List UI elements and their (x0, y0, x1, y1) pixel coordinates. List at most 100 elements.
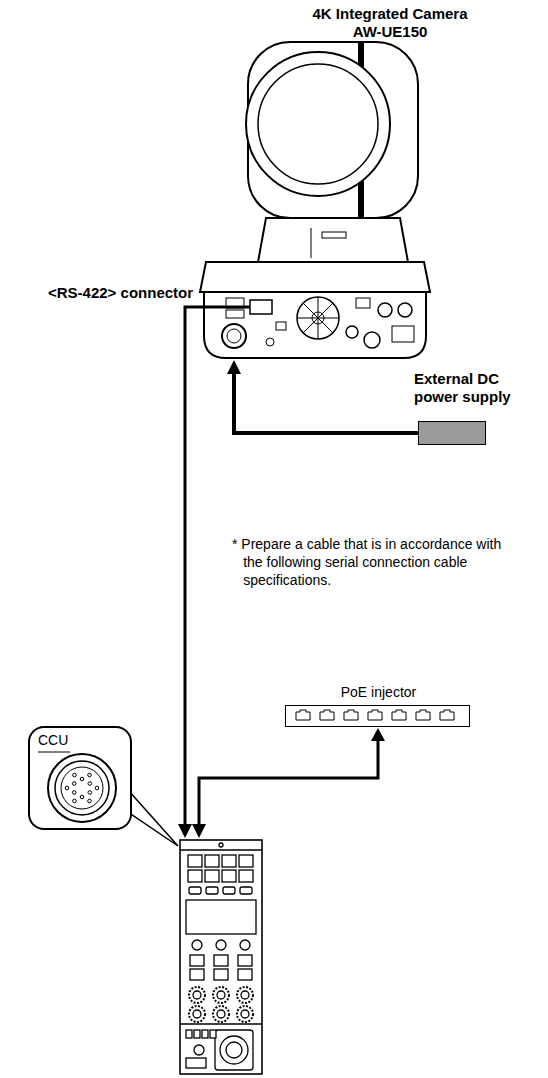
ccu-connector-part (88, 782, 92, 786)
remote-control-panel-part (217, 991, 225, 999)
camera-illustration-part (322, 232, 346, 238)
remote-control-panel-part (213, 1006, 229, 1022)
port-row-part (368, 710, 382, 720)
remote-control-panel-part (202, 1030, 208, 1038)
ccu-connector-part (88, 799, 92, 803)
ccu-connector-part (38, 752, 70, 753)
remote-control-panel-part (189, 987, 205, 1003)
remote-control-panel-part (186, 1058, 206, 1068)
remote-control-panel-part (219, 843, 223, 847)
remote-control-panel-part (223, 887, 235, 894)
camera-illustration-part (364, 332, 380, 348)
node-heading: CCU (38, 732, 98, 749)
ccu-connector-part (65, 786, 69, 790)
serial-cable-part (178, 824, 192, 838)
camera-illustration-part (346, 326, 358, 338)
remote-control-panel-part (190, 955, 204, 966)
node-heading: External DC power supply (414, 370, 524, 406)
remote-control-panel-part (213, 987, 229, 1003)
ccu-connector-part (55, 761, 109, 815)
remote-control-panel-part (241, 991, 249, 999)
note-text: * Prepare a cable that is in accordance … (232, 535, 524, 590)
remote-control-panel-part (188, 855, 202, 867)
port-row-part (416, 710, 430, 720)
remote-control-panel-part (237, 987, 253, 1003)
camera-illustration-part (200, 262, 430, 292)
remote-control-panel-part (239, 870, 253, 882)
camera-illustration-part (356, 298, 370, 308)
camera-unit: 4K Integrated Camera AW-UE150 (195, 5, 480, 360)
camera-illustration-part (204, 292, 426, 358)
camera-illustration-part (311, 228, 312, 258)
remote-control-panel-part (194, 1045, 204, 1055)
remote-control-panel-part (215, 1030, 253, 1070)
camera-illustration-part (246, 52, 390, 196)
power-supply-box: External DC power supply (418, 421, 486, 445)
camera-illustration-part (222, 324, 246, 348)
lan-cable-part (192, 824, 206, 838)
serial-cable (178, 307, 250, 838)
remote-control-panel-part (240, 887, 252, 894)
remote-control-panel-part (222, 870, 236, 882)
camera-illustration-part (276, 322, 286, 330)
camera-illustration-part (378, 303, 392, 317)
camera-illustration-part (250, 300, 272, 314)
ccu-connector-part (73, 799, 77, 803)
remote-control-panel-part (222, 855, 236, 867)
remote-control-panel-part (205, 855, 219, 867)
remote-control-panel-part (226, 1042, 242, 1058)
lan-cable (192, 728, 385, 838)
poe-injector-box: PoE injector (285, 705, 470, 727)
serial-cable-part (185, 307, 250, 826)
remote-control-panel-part (220, 1036, 248, 1064)
remote-control-panel-part (180, 1023, 262, 1024)
camera-illustration-part (398, 303, 412, 317)
remote-control-panel-part (214, 955, 228, 966)
remote-control-panel-part (238, 955, 252, 966)
ccu-connector-part (48, 754, 116, 822)
ccu-connector-part (72, 791, 76, 795)
callout-tail (128, 790, 178, 846)
remote-control-panel-part (238, 969, 252, 980)
remote-control-panel-part (190, 969, 204, 980)
remote-control-panel-part (214, 969, 228, 980)
remote-control-panel-part (189, 887, 201, 894)
node-heading: PoE injector (286, 684, 471, 701)
connector-label: <RS-422> connector (48, 284, 248, 302)
remote-control-panel-part (217, 1010, 225, 1018)
port-row-part (392, 710, 406, 720)
ccu-connector-part (61, 767, 103, 809)
remote-control-panel-part (237, 1006, 253, 1022)
camera-illustration-part (297, 297, 339, 339)
ccu-connector-part (80, 777, 84, 781)
remote-control-panel-part (186, 1030, 192, 1038)
remote-control-panel-part (180, 849, 262, 850)
remote-control-panel-part (240, 940, 250, 950)
remote-control-panel-part (186, 900, 256, 934)
ccu-connector-part (73, 773, 77, 777)
remote-control-panel-part (216, 940, 226, 950)
remote-control-panel-part (192, 940, 202, 950)
camera-illustration-part (392, 326, 414, 342)
node-heading: 4K Integrated Camera AW-UE150 (300, 5, 480, 41)
remote-control-panel-part (206, 887, 218, 894)
camera-illustration-part (226, 310, 244, 318)
remote-control-panel-part (210, 1030, 216, 1038)
remote-control-panel-part (189, 1006, 205, 1022)
ccu-connector-part (88, 773, 92, 777)
ccu-connector-part (80, 795, 84, 799)
lan-cable-part (199, 740, 378, 826)
connector-callout: CCU (28, 726, 132, 830)
camera-illustration-part (227, 329, 241, 343)
port-row-part (320, 710, 334, 720)
camera-illustration-part (258, 64, 378, 184)
arrow-head (227, 360, 241, 374)
remote-control-panel-part (193, 1010, 201, 1018)
camera-illustration-part (297, 297, 339, 339)
port-row (286, 706, 468, 725)
remote-control-panel-part (188, 870, 202, 882)
port-row-part (440, 710, 454, 720)
ccu-connector-part (72, 782, 76, 786)
